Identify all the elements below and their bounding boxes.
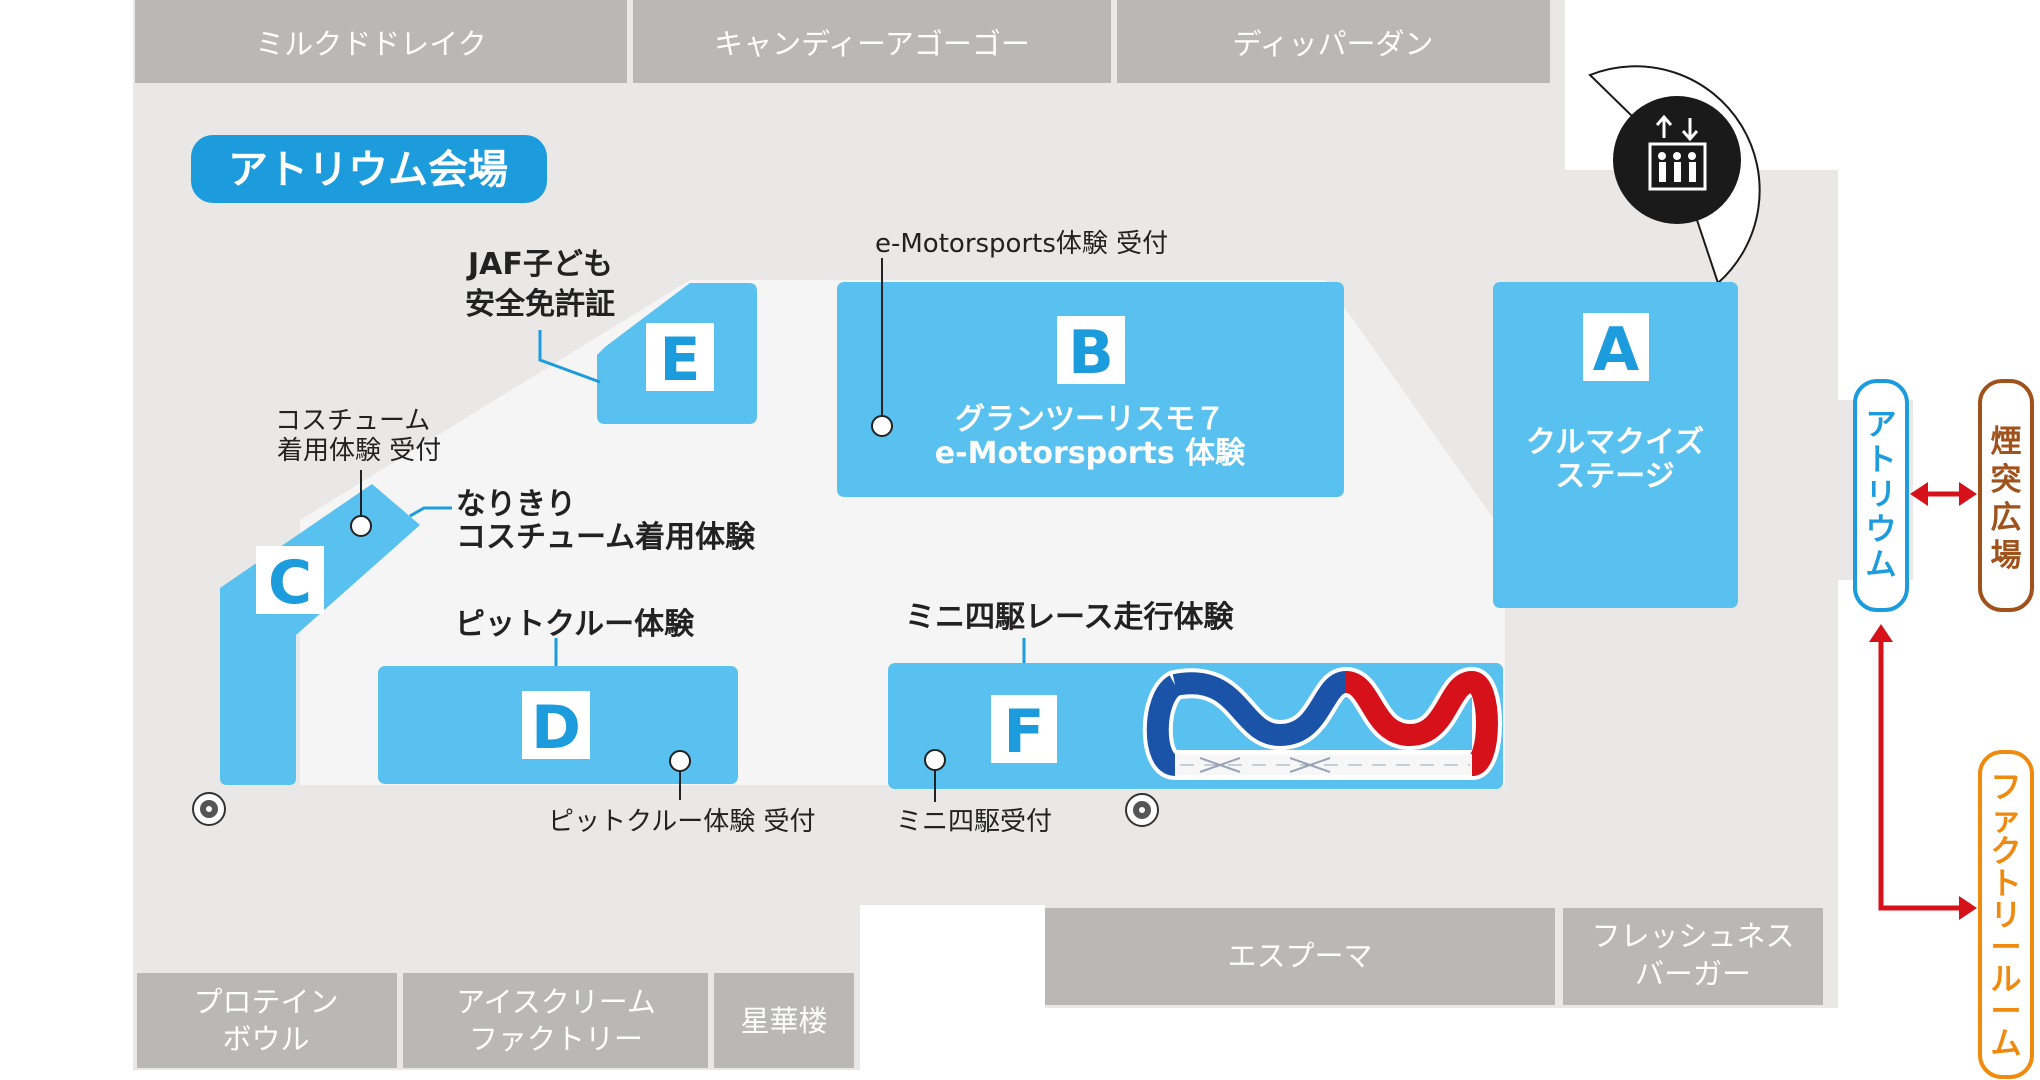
- factory-label-char: ト: [1991, 866, 2022, 902]
- atrium-label-char: ア: [1866, 407, 1897, 443]
- pit-reception-marker: [669, 750, 691, 800]
- smoking-label-char: 突: [1991, 462, 2022, 498]
- yonku-reception-marker: [924, 749, 946, 802]
- booth-letter: C: [268, 548, 312, 618]
- narikiri-leader-line: [409, 506, 452, 518]
- emotor-reception-marker: [871, 258, 893, 437]
- shop-label: ミルクドドレイク: [255, 27, 486, 61]
- atrium-sign[interactable]: ア ト リ ウ ム: [1853, 379, 1909, 612]
- costume-reception-marker: [350, 470, 372, 537]
- factory-label-char: リ: [1991, 898, 2022, 934]
- factory-label-char: ル: [1991, 962, 2022, 998]
- pit-reception-label: ピットクルー体験 受付: [548, 807, 816, 837]
- venue-title-badge: アトリウム会場: [191, 135, 547, 203]
- shop-dippin-dots[interactable]: ディッパーダン: [1117, 0, 1550, 83]
- shop-label: バーガー: [1635, 957, 1751, 991]
- jaf-leader-line: [538, 330, 601, 384]
- shop-label: ボウル: [222, 1022, 309, 1056]
- shop-label: ディッパーダン: [1233, 27, 1434, 61]
- costume-reception-label: コスチューム: [275, 406, 430, 436]
- arrow-atrium-factory: [1869, 624, 1977, 920]
- booth-c[interactable]: C: [220, 484, 420, 785]
- factory-label-char: ク: [1991, 834, 2022, 870]
- camera-icon: [192, 792, 226, 826]
- booth-e[interactable]: E: [597, 283, 757, 424]
- shop-label: フレッシュネス: [1591, 919, 1794, 953]
- pit-title-label: ピットクルー体験: [455, 607, 695, 642]
- booth-b[interactable]: B グランツーリスモ７ e-Motorsports 体験: [837, 282, 1344, 497]
- yonku-title-label: ミニ四駆レース走行体験: [905, 600, 1234, 635]
- shop-espuma[interactable]: エスプーマ: [1045, 908, 1555, 1005]
- narikiri-label: コスチューム着用体験: [456, 520, 756, 555]
- costume-reception-label: 着用体験 受付: [277, 436, 441, 466]
- booth-name: e-Motorsports 体験: [935, 436, 1246, 471]
- factory-label-char: ム: [1991, 1026, 2022, 1062]
- shop-label: アイスクリーム: [456, 985, 656, 1019]
- mini4wd-track-icon: [1142, 667, 1502, 780]
- booth-name: ステージ: [1555, 459, 1674, 494]
- narikiri-label: なりきり: [456, 487, 576, 522]
- atrium-label-char: ウ: [1866, 512, 1897, 548]
- smoking-label-char: 広: [1991, 500, 2022, 536]
- shop-label: ファクトリー: [469, 1022, 643, 1056]
- atrium-label-char: ト: [1866, 442, 1897, 478]
- booth-letter: D: [531, 693, 581, 763]
- smoking-label-char: 煙: [1991, 424, 2022, 460]
- shop-label: エスプーマ: [1227, 939, 1372, 973]
- elevator-icon[interactable]: [1613, 96, 1741, 224]
- arrow-atrium-smoking: [1910, 482, 1977, 506]
- shop-freshness-burger[interactable]: フレッシュネス バーガー: [1563, 908, 1823, 1005]
- booth-letter: E: [660, 325, 701, 395]
- atrium-label-char: リ: [1866, 477, 1897, 513]
- shop-ice-cream-factory[interactable]: アイスクリーム ファクトリー: [403, 973, 708, 1068]
- factory-label-char: ー: [1991, 930, 2022, 966]
- shop-label: キャンディーアゴーゴー: [714, 27, 1030, 61]
- booth-letter: F: [1004, 697, 1045, 767]
- factory-label-char: ァ: [1991, 802, 2022, 838]
- factory-room-sign[interactable]: フ ァ ク ト リ ー ル ー ム: [1978, 750, 2034, 1079]
- smoking-label-char: 場: [1991, 538, 2022, 574]
- jaf-label: 安全免許証: [465, 287, 615, 322]
- smoking-plaza-sign[interactable]: 煙 突 広 場: [1978, 379, 2034, 612]
- camera-icon: [1125, 793, 1159, 827]
- factory-label-char: ー: [1991, 994, 2022, 1030]
- shop-milkdodrake[interactable]: ミルクドドレイク: [135, 0, 627, 83]
- factory-label-char: フ: [1991, 770, 2022, 806]
- jaf-label: JAF子ども: [466, 247, 613, 282]
- shop-protein-bowl[interactable]: プロテイン ボウル: [137, 973, 397, 1068]
- shop-label: 星華楼: [740, 1004, 827, 1038]
- booth-letter: A: [1593, 315, 1640, 385]
- booth-a[interactable]: A クルマクイズ ステージ: [1493, 282, 1738, 608]
- booth-name: グランツーリスモ７: [955, 402, 1225, 437]
- shop-label: プロテイン: [193, 985, 338, 1019]
- shop-candy-a-go-go[interactable]: キャンディーアゴーゴー: [633, 0, 1111, 83]
- atrium-label-char: ム: [1866, 547, 1897, 583]
- booth-letter: B: [1068, 318, 1114, 388]
- yonku-reception-label: ミニ四駆受付: [896, 807, 1052, 837]
- emotor-reception-label: e-Motorsports体験 受付: [875, 229, 1168, 259]
- booth-d[interactable]: D: [378, 666, 738, 784]
- shop-seikarou[interactable]: 星華楼: [714, 973, 854, 1068]
- booth-name: クルマクイズ: [1526, 425, 1704, 460]
- venue-title: アトリウム会場: [228, 147, 508, 193]
